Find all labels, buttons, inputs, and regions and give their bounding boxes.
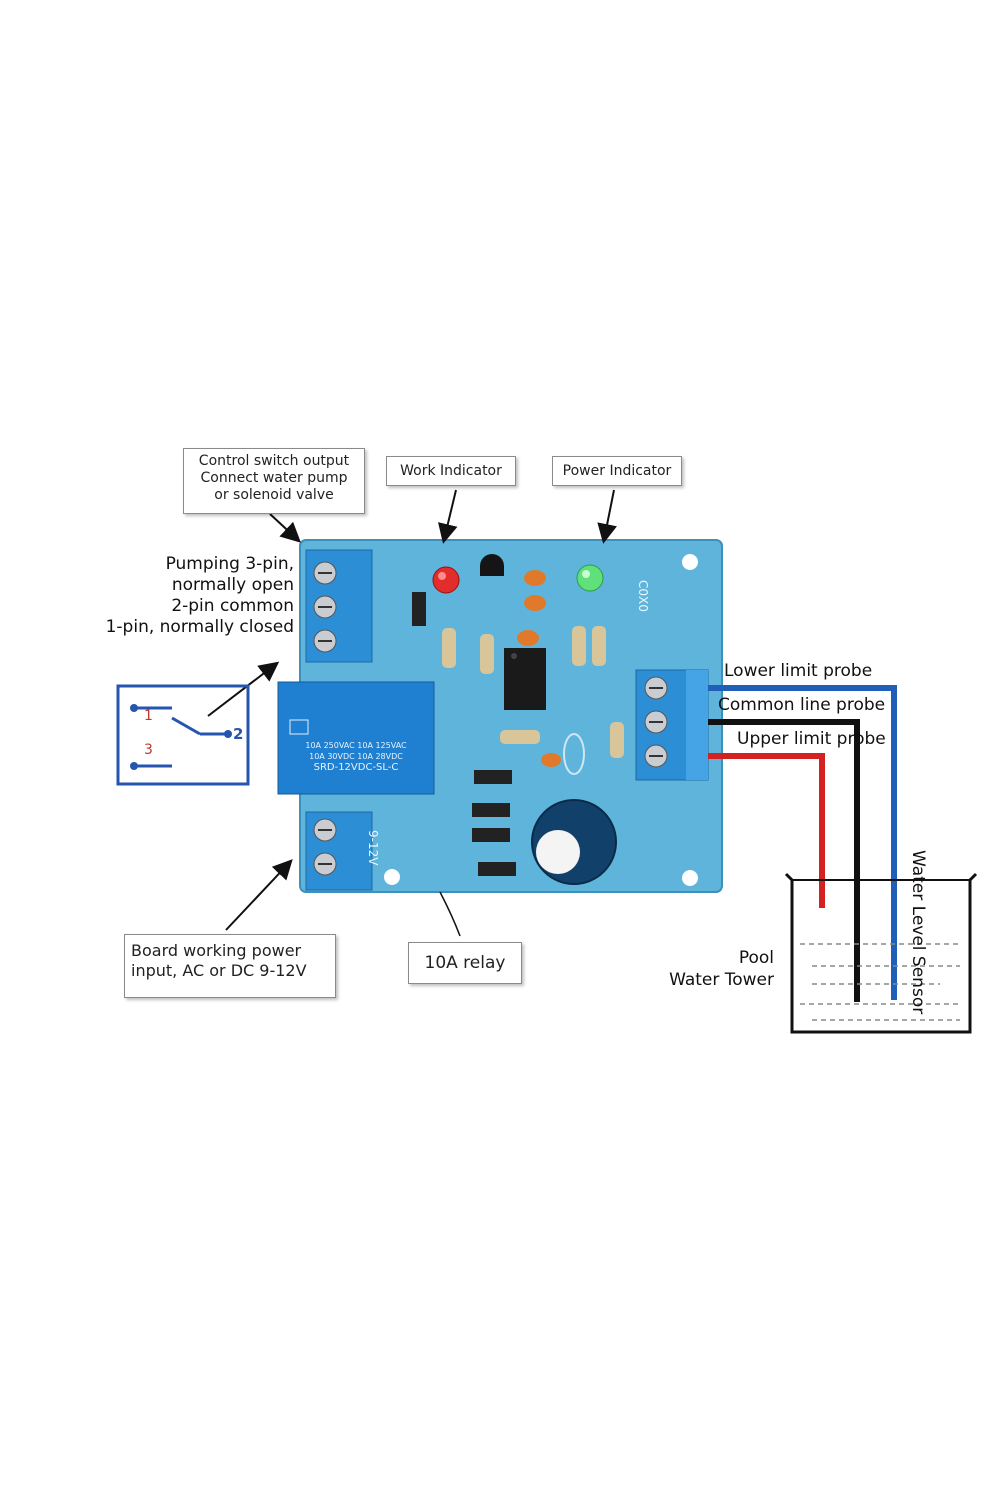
- callout-board-power: Board working power input, AC or DC 9-12…: [124, 934, 336, 998]
- diodes: [412, 592, 516, 876]
- relay-leader-line: [439, 891, 461, 937]
- callout-work-indicator-text: Work Indicator: [400, 463, 502, 479]
- relay-rating-2: 10A 30VDC 10A 28VDC: [309, 752, 403, 761]
- relay: [277, 681, 435, 795]
- pumping-note-line1: Pumping 3-pin,: [165, 554, 294, 574]
- mounting-hole: [682, 554, 698, 570]
- pumping-note-line4: 1-pin, normally closed: [105, 617, 294, 637]
- pumping-note-line3: 2-pin common: [171, 596, 294, 616]
- transistor: [480, 554, 504, 576]
- pumping-note-line2: normally open: [171, 575, 294, 595]
- relay-markings: 10A 250VAC 10A 125VAC 10A 30VDC 10A 28VD…: [286, 740, 426, 773]
- electrolytic-capacitor: [531, 799, 617, 885]
- mounting-hole: [384, 869, 400, 885]
- lower-probe-wire: [708, 685, 897, 1000]
- output-terminal-3pin: [305, 549, 373, 663]
- water-tank: [784, 872, 978, 1034]
- pool-label: Pool: [738, 948, 774, 968]
- probe-terminal-3pin: [635, 669, 709, 781]
- relay-rating-1: 10A 250VAC 10A 125VAC: [305, 741, 407, 750]
- crystal: [563, 733, 585, 775]
- pumping-note: Pumping 3-pin, normally open 2-pin commo…: [60, 554, 294, 638]
- callout-relay: 10A relay: [408, 942, 522, 984]
- callout-control-switch-line1: Control switch output: [198, 453, 350, 469]
- power-silkscreen: 9-12V: [366, 830, 380, 866]
- common-probe-label: Common line probe: [718, 695, 886, 715]
- relay-model: SRD-12VDC-SL-C: [313, 762, 399, 773]
- callout-control-switch: Control switch output Connect water pump…: [183, 448, 365, 514]
- callout-control-switch-line2: Connect water pump: [200, 470, 348, 486]
- water-tower-label: Water Tower: [669, 970, 774, 990]
- arrow-board-power: [225, 859, 293, 931]
- upper-probe-wire: [708, 753, 825, 908]
- arrow-power-indicator: [597, 489, 617, 544]
- lower-probe-label: Lower limit probe: [724, 661, 873, 681]
- ic-chip: [504, 648, 546, 710]
- callout-power-indicator: Power Indicator: [552, 456, 682, 486]
- arrow-control-switch: [269, 513, 301, 543]
- ceramic-capacitors: [517, 570, 561, 767]
- callout-board-power-line2: input, AC or DC 9-12V: [131, 961, 307, 980]
- power-indicator-led: [576, 564, 604, 592]
- arrow-work-indicator: [438, 489, 458, 544]
- arrow-switch-diagram: [207, 661, 280, 717]
- power-terminal-2pin: [305, 811, 373, 891]
- water-level-lines: [800, 943, 960, 1021]
- switch-pin-3: 3: [144, 742, 153, 758]
- callout-board-power-line1: Board working power: [131, 941, 302, 960]
- model-silkscreen: C0X0: [636, 580, 650, 612]
- callout-work-indicator: Work Indicator: [386, 456, 516, 486]
- water-level-sensor-label: Water Level Sensor: [908, 850, 928, 1015]
- callout-power-indicator-text: Power Indicator: [562, 463, 672, 479]
- callout-control-switch-line3: or solenoid valve: [214, 487, 334, 503]
- mounting-hole: [682, 870, 698, 886]
- upper-probe-label: Upper limit probe: [737, 729, 886, 749]
- switch-schematic: [116, 684, 250, 786]
- switch-pin-1: 1: [144, 708, 153, 724]
- work-indicator-led: [432, 566, 460, 594]
- callout-relay-text: 10A relay: [424, 953, 506, 973]
- common-probe-wire: [708, 719, 860, 1002]
- resistors: [442, 626, 624, 758]
- switch-pin-2: 2: [233, 725, 244, 743]
